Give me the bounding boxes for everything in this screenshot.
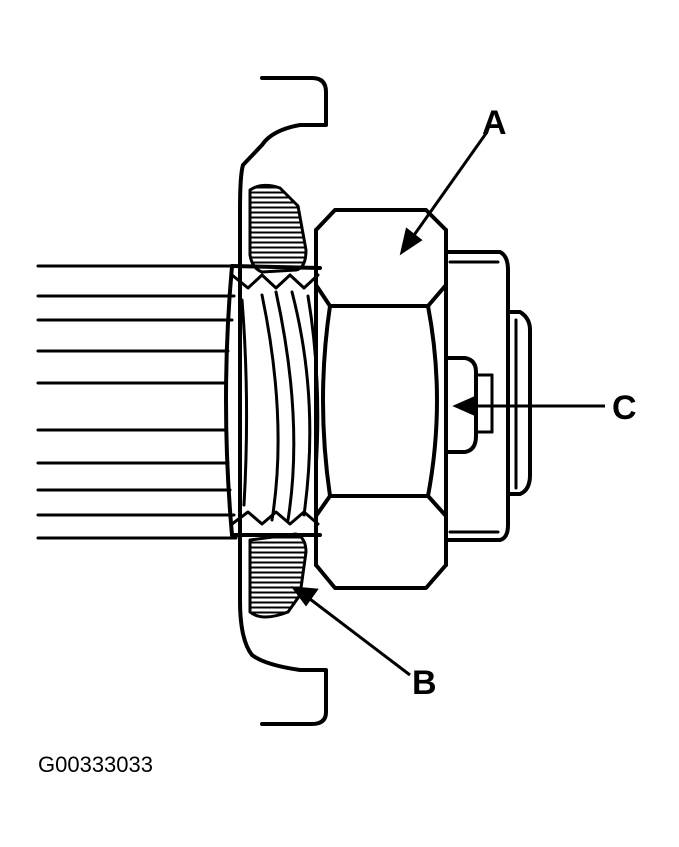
callout-a: A (482, 104, 507, 142)
leader-c-arrowhead (452, 395, 476, 417)
bulkhead-panel (238, 76, 328, 726)
callout-b: B (412, 664, 437, 702)
tube (36, 264, 238, 540)
callout-c: C (612, 389, 637, 427)
upper-seal (248, 183, 308, 274)
figure-id: G00333033 (38, 752, 153, 777)
locking-clip (444, 356, 478, 454)
leader-a (410, 131, 489, 239)
threaded-body (224, 264, 322, 537)
leader-b-arrowhead (290, 586, 319, 607)
leader-b (305, 594, 411, 677)
back-collar (444, 250, 510, 542)
lower-seal (248, 532, 308, 619)
hex-nut (314, 208, 448, 590)
leader-lines (290, 131, 605, 677)
leader-a-arrowhead (399, 227, 423, 256)
end-cap (506, 310, 532, 496)
